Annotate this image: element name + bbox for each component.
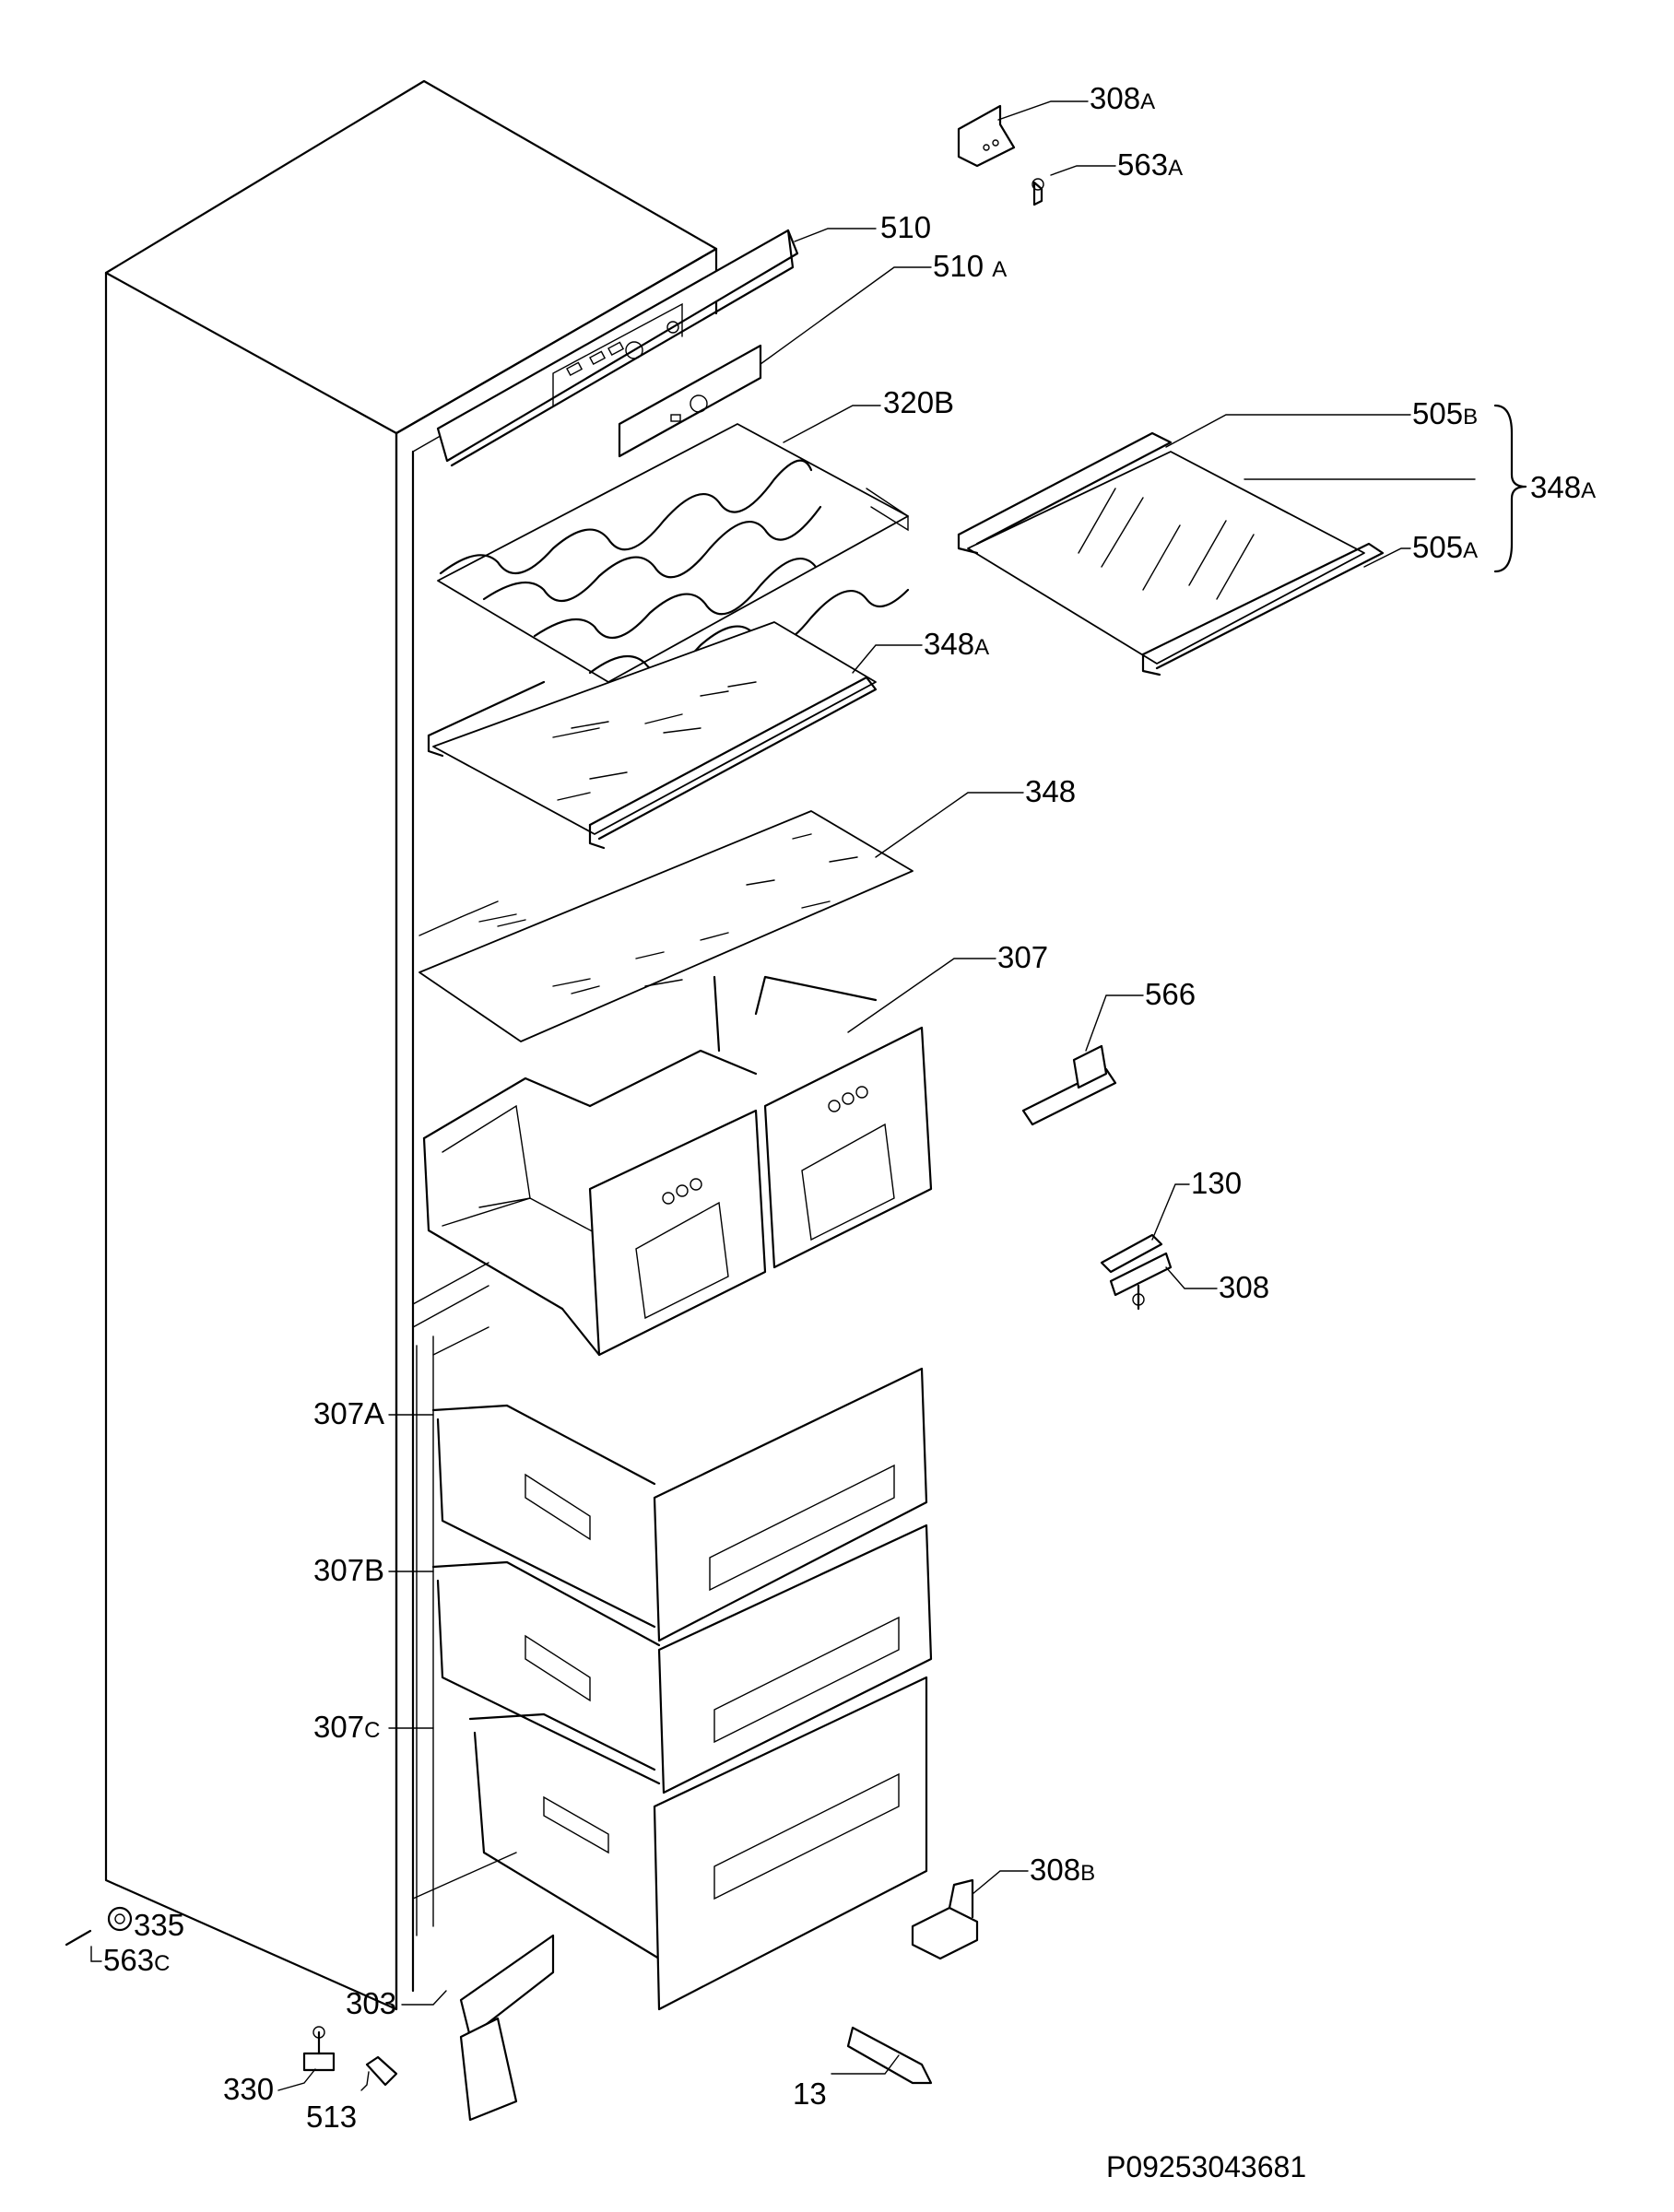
label-130: 130 [1191,1166,1242,1200]
label-308A: 308A [1090,81,1155,115]
glass-shelf-with-trim [427,621,878,850]
pin-563c [65,1929,92,1947]
label-335: 335 [134,1908,184,1942]
freezer-drawer-top [431,1367,928,1642]
freezer-drawer-middle [431,1524,933,1794]
label-563C: 563C [103,1943,170,1977]
foot-bracket-13 [846,2026,933,2085]
clip-513 [365,2055,398,2087]
crisper-drawer-left [422,1077,767,1357]
glass-shelf [418,810,914,1042]
group-brace [1493,404,1527,573]
label-307C: 307C [313,1710,380,1744]
label-320B: 320B [883,385,954,419]
label-307: 307 [997,940,1048,974]
label-566: 566 [1145,977,1196,1011]
label-510A: 510 A [933,249,1007,283]
label-513: 513 [306,2100,357,2134]
label-308B: 308B [1030,1853,1095,1887]
label-13: 13 [793,2077,827,2111]
control-panel-cover [436,229,799,467]
label-510: 510 [880,210,931,244]
label-348A: 348A [924,627,989,661]
kick-plate-303 [459,1934,555,2122]
control-panel-insert [618,344,762,458]
label-303: 303 [346,1986,396,2020]
reference-code: P09253043681 [1106,2150,1306,2183]
part-labels: 308A 563A 510 510 A 320B 505B 348A 505A … [103,81,1596,2134]
freezer-drawer-bottom [468,1676,928,2011]
label-505A: 505A [1412,530,1478,564]
leader-lines [90,100,1476,2091]
refrigerator-cabinet [104,79,720,2011]
label-505B: 505B [1412,396,1478,430]
hinge-bracket-bottom [911,1878,979,1960]
label-348A-group: 348A [1530,470,1596,504]
adjustable-foot-330 [302,2026,336,2072]
label-330: 330 [223,2072,274,2106]
label-348: 348 [1025,774,1076,808]
label-308: 308 [1219,1270,1269,1304]
crisper-drawer-right [588,975,933,1269]
label-563A: 563A [1117,147,1183,182]
screw-top [1032,178,1044,206]
door-shelf-assembly [957,431,1385,677]
hinge-130-308 [1100,1233,1173,1311]
hinge-bracket-top [957,104,1016,168]
spacer-335 [107,1906,133,1932]
label-307A: 307A [313,1396,384,1430]
wine-rack [437,423,910,683]
label-307B: 307B [313,1553,384,1587]
bracket-566 [1021,1044,1117,1126]
